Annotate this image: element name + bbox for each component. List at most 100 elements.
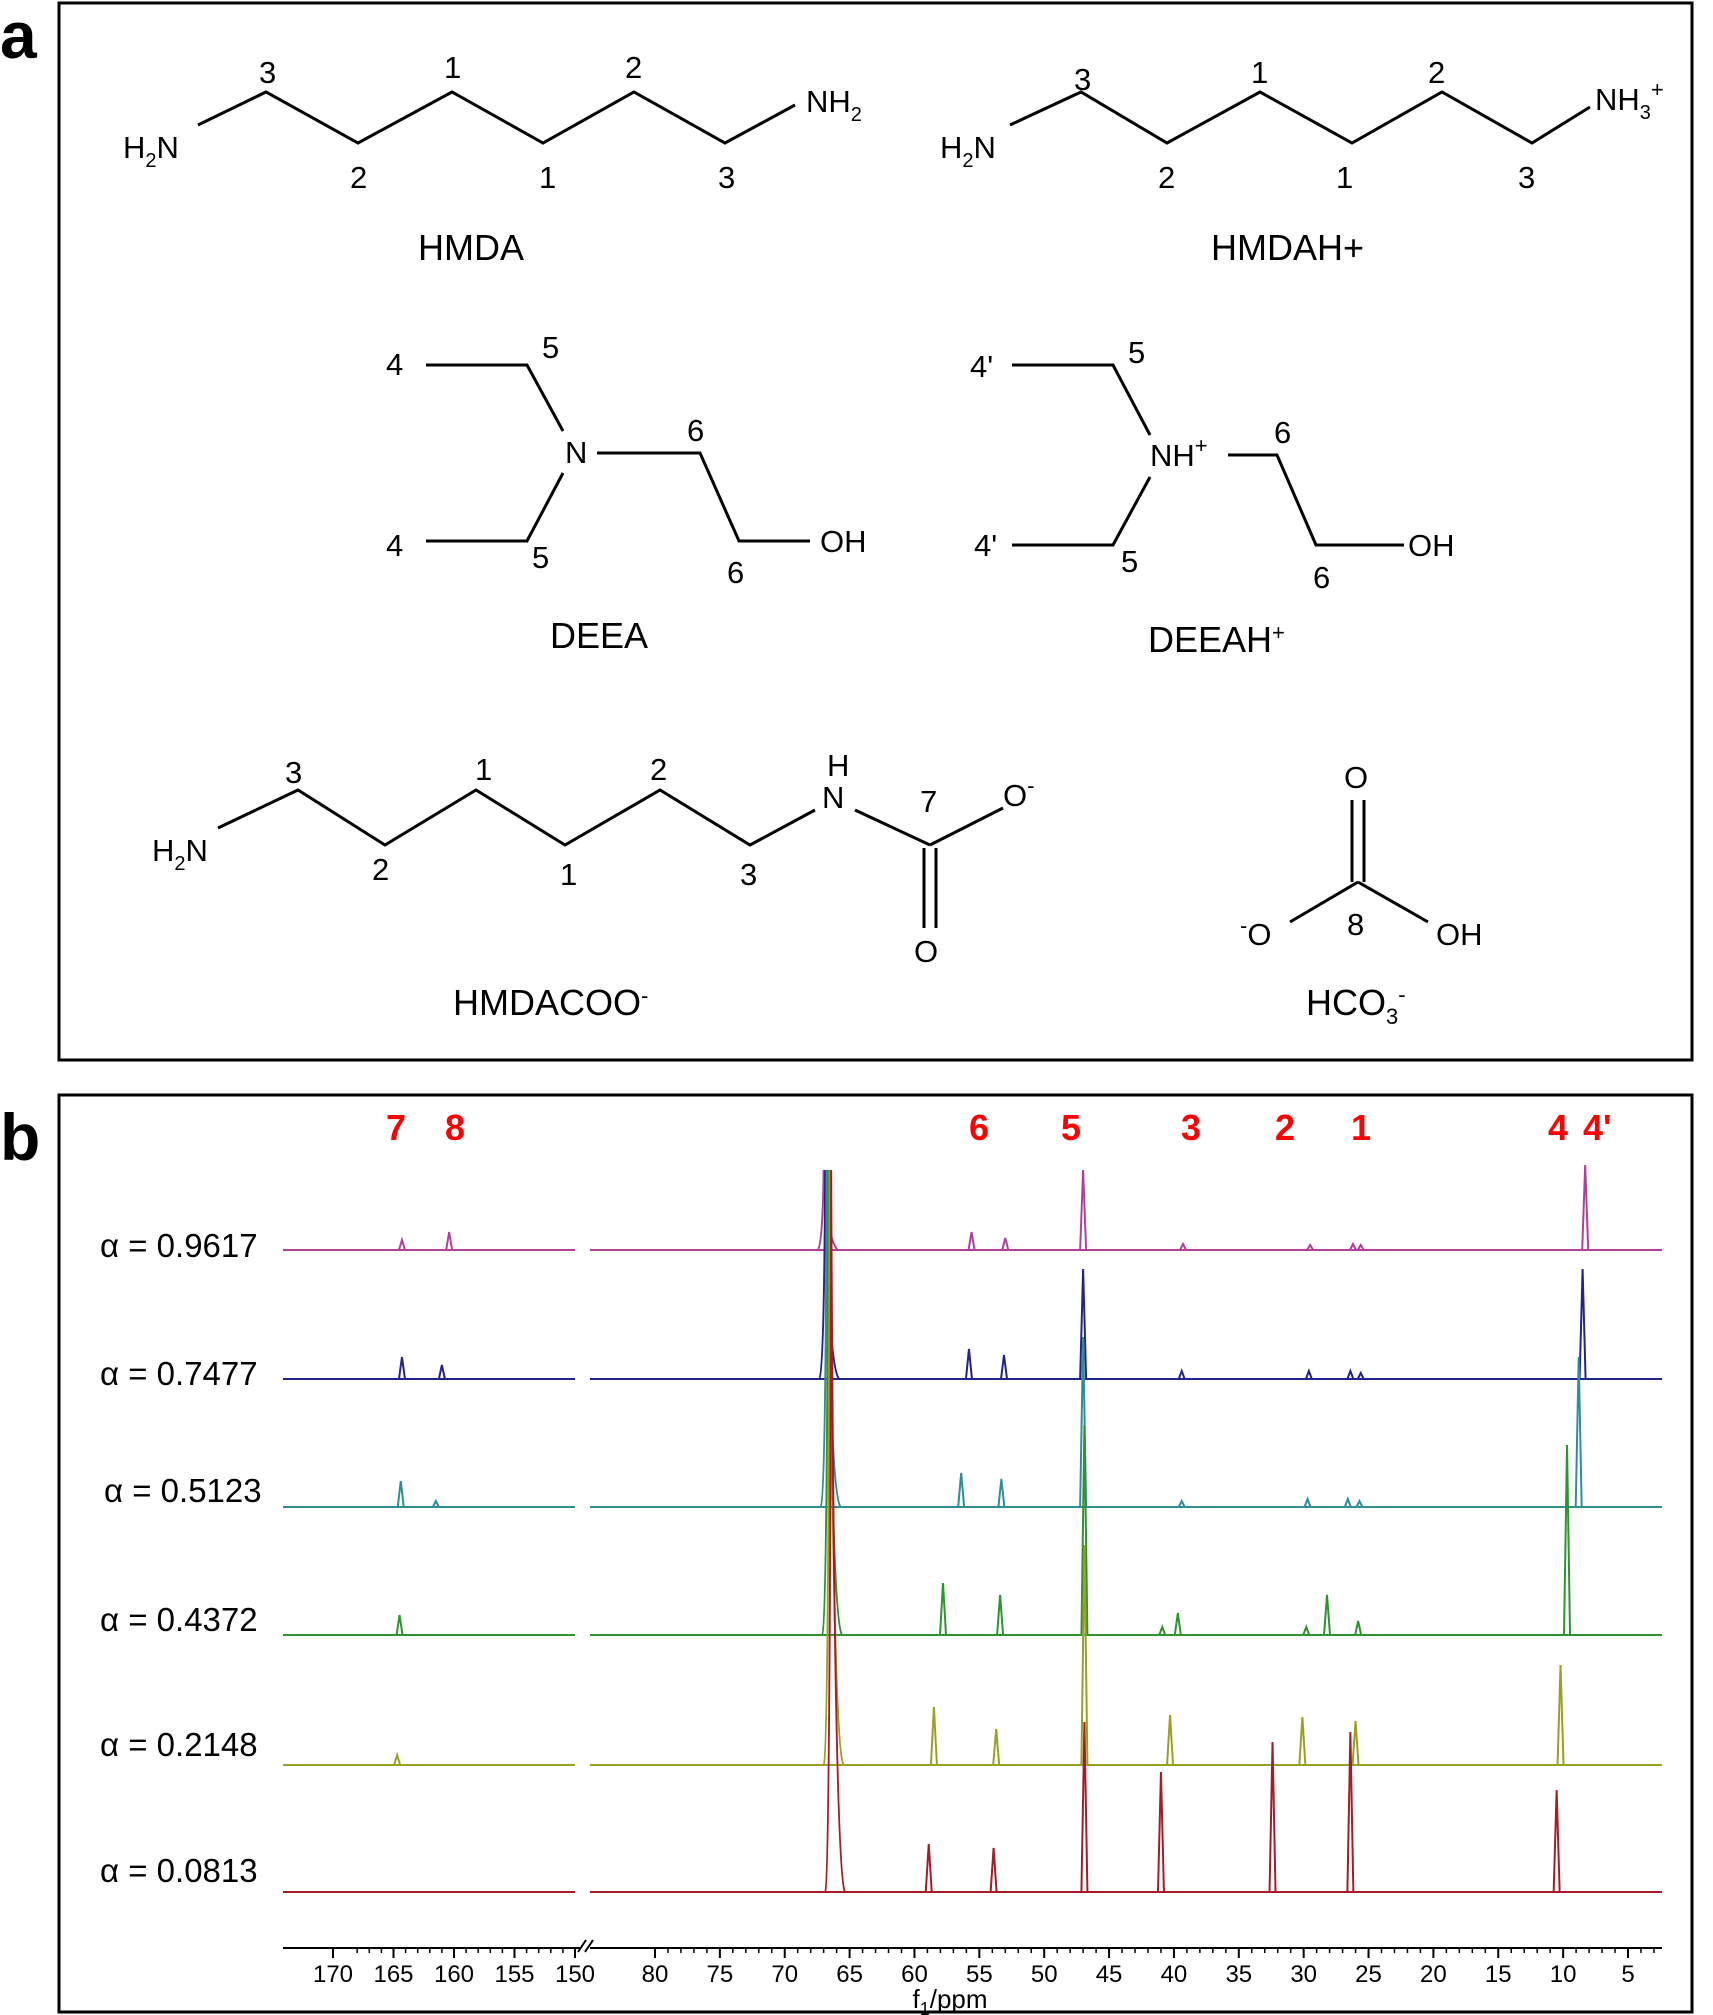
spectrum-peak [1556,1664,1565,1766]
deea-c5-bottom: 5 [532,540,549,575]
spectrum-peak [1323,1594,1332,1636]
spectrum-peak [999,1354,1008,1380]
deeah-structure [1012,363,1404,547]
spectrum-peak [396,1480,405,1508]
deea-c6-bottom: 6 [727,555,744,590]
spectrum-peak [1563,1444,1572,1636]
hmda-c3-left: 3 [259,55,276,90]
x-tick-label: 45 [1096,1961,1123,1988]
spectrum-label-3: α = 0.4372 [100,1601,258,1638]
hmdacoo-nh-h: H [827,748,849,783]
deeah-c4p-top: 4' [970,349,993,384]
deeah-c5-bottom: 5 [1121,544,1138,579]
hco3-name: HCO3- [1306,982,1406,1029]
deeah-c6-top: 6 [1274,415,1291,450]
spectra-plot [283,1164,1662,1893]
spectrum-peak [1080,1544,1089,1766]
spectrum-peak [1166,1714,1175,1766]
hmdacoo-o-minus: O- [1003,773,1034,813]
spectrum-peak [431,1498,440,1508]
hmdacoo-c3-right: 3 [740,857,757,892]
peak-label-6: 6 [969,1107,989,1148]
panel-b-label: b [0,1100,40,1174]
spectrum-peak [939,1582,948,1636]
spectrum-peak [1302,1624,1311,1636]
hmda-c2-right: 2 [625,50,642,85]
spectrum-peak [997,1478,1006,1508]
spectrum-peak [1304,1368,1313,1380]
spectrum-peak [1303,1496,1312,1508]
deeah-c5-top: 5 [1128,335,1145,370]
spectrum-peak [1080,1721,1089,1893]
deea-structure [426,363,810,543]
hmdacoo-c1-left: 1 [475,752,492,787]
x-tick-label: 10 [1550,1961,1577,1988]
peak-label-4-prime: 4' [1583,1107,1612,1148]
hco3-o-minus: -O [1240,913,1271,952]
spectrum-peak [967,1231,976,1251]
hmdah-c1-left: 1 [1251,55,1268,90]
hmdah-c2-left: 2 [1158,160,1175,195]
x-tick-label: 165 [373,1961,413,1988]
axis-break-mark-2 [584,1939,594,1953]
peak-label-2: 2 [1275,1107,1295,1148]
spectrum-peak [989,1847,998,1893]
panel-a-frame [57,1,1694,1062]
spectrum-peak [1343,1496,1352,1508]
hmda-c1-right: 1 [539,160,556,195]
spectrum-peak [1080,1424,1089,1636]
spectrum-peak [1173,1612,1182,1636]
spectrum-peak [1306,1243,1315,1251]
spectrum-peak [1574,1356,1583,1508]
hmdah-name: HMDAH+ [1211,227,1364,268]
spectrum-peak [924,1843,933,1893]
spectrum-peak [1298,1716,1307,1766]
spectrum-peak [437,1364,446,1380]
hmda-c1-left: 1 [444,50,461,85]
x-tick-label: 75 [707,1961,734,1988]
spectrum-peak [1179,1241,1187,1251]
spectrum-label-4: α = 0.2148 [100,1726,258,1763]
x-tick-label: 20 [1420,1961,1447,1988]
hmda-c3-right: 3 [718,160,735,195]
spectrum-peak [1356,1370,1365,1380]
solvent-peak [822,1169,845,1766]
peak-label-3: 3 [1181,1107,1201,1148]
spectrum-peak [1356,1243,1365,1251]
peak-label-8: 8 [445,1107,465,1148]
spectrum-peak [1354,1620,1363,1636]
spectrum-peak [1156,1771,1165,1893]
hmdacoo-c1-right: 1 [560,857,577,892]
spectrum-peak [1177,1368,1186,1380]
spectrum-peak [395,1614,404,1636]
hco3-o-top: O [1344,760,1368,795]
spectrum-label-2: α = 0.5123 [104,1472,262,1509]
spectrum-peak [1001,1237,1010,1251]
hmdah-structure [1009,90,1591,145]
x-tick-label: 55 [966,1961,993,1988]
spectrum-peak [1158,1624,1167,1636]
peak-label-7: 7 [386,1107,406,1148]
spectrum-peak [393,1751,402,1766]
deeah-name: DEEAH+ [1148,619,1285,660]
hmda-c2-left: 2 [350,160,367,195]
hmdacoo-o: O [914,934,938,969]
spectrum-label-1: α = 0.7477 [100,1355,258,1392]
hmdacoo-c2-left: 2 [372,852,389,887]
deea-c5-top: 5 [542,330,559,365]
spectrum-2 [283,1169,1662,1508]
x-tick-label: 70 [771,1961,798,1988]
x-tick-label: 5 [1621,1961,1634,1988]
hmdah-c2-right: 2 [1428,55,1445,90]
x-tick-label: 80 [642,1961,669,1988]
x-axis-label: f1/ppm [912,1984,987,2015]
hco3-structure [1289,800,1429,924]
spectrum-label-0: α = 0.9617 [100,1227,258,1264]
spectrum-peak [1177,1498,1186,1508]
spectrum-peak [1355,1498,1364,1508]
x-tick-label: 40 [1161,1961,1188,1988]
spectrum-peak [992,1728,1001,1766]
panel-b-frame [57,1093,1694,2014]
deea-c6-top: 6 [687,413,704,448]
